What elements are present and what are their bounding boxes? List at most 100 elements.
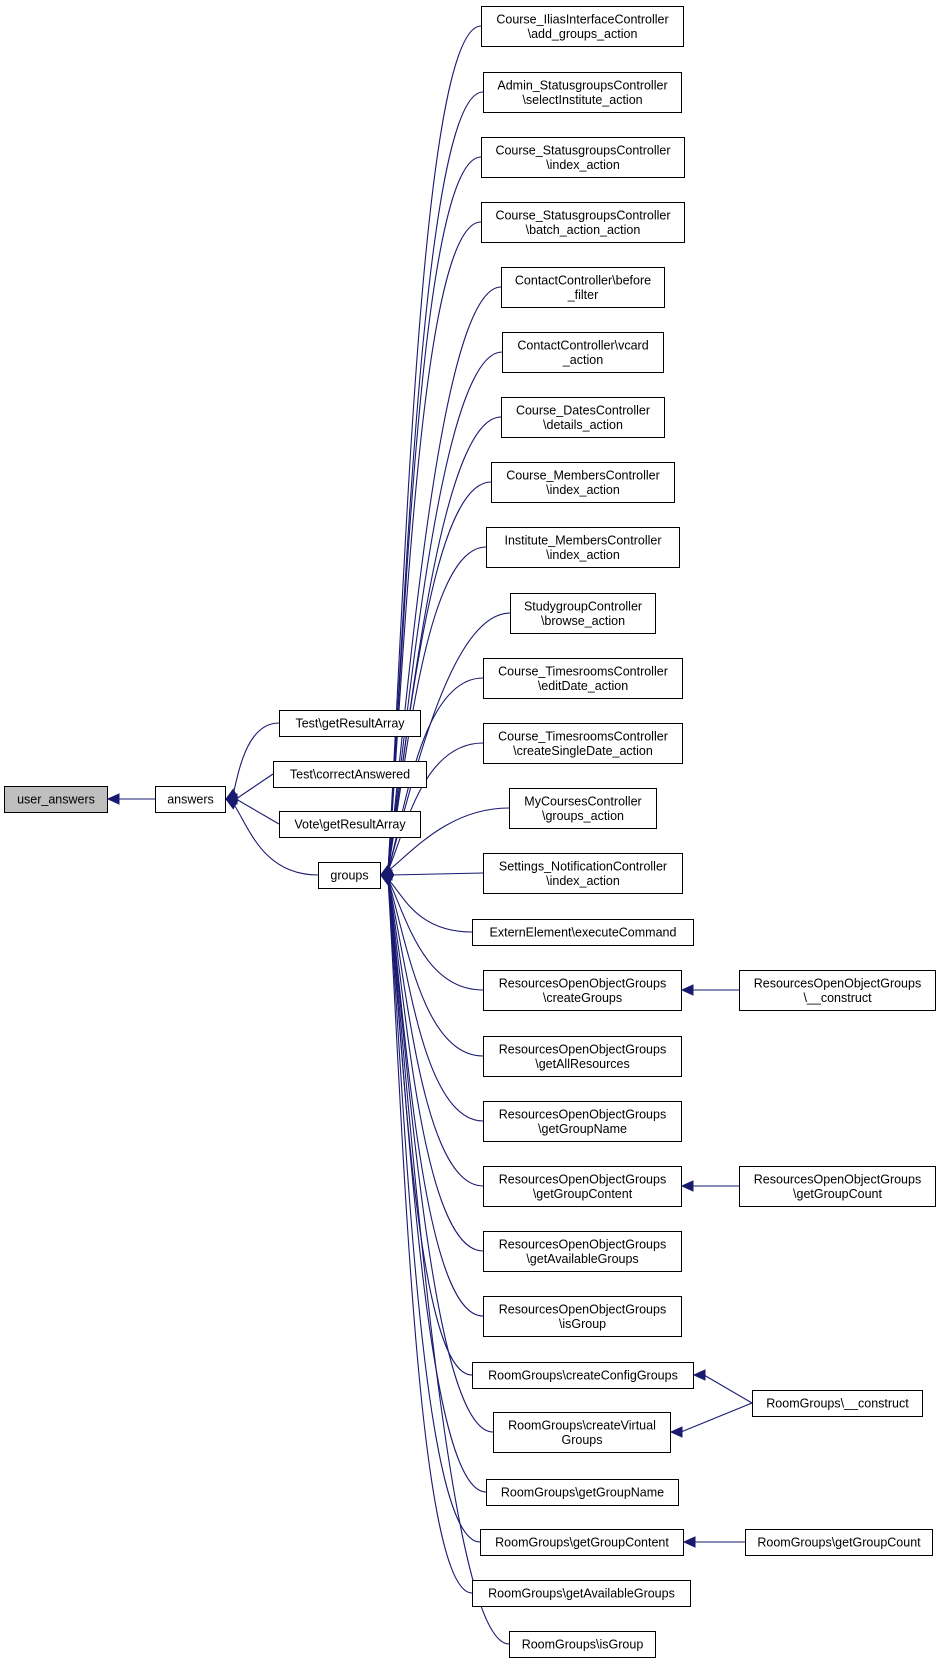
- node-label: Vote\getResultArray: [294, 818, 406, 832]
- edge-vote-getresultarray-to-answers: [224, 793, 280, 825]
- edge-arrowhead: [682, 1536, 696, 1548]
- node-label: \getGroupCount: [793, 1187, 882, 1201]
- node-box: [483, 1036, 682, 1077]
- node-box: [481, 137, 685, 178]
- node-label: \index_action: [546, 483, 620, 497]
- node-label: \editDate_action: [538, 679, 628, 693]
- node-box: [155, 786, 226, 813]
- edge-arrowhead: [680, 984, 694, 996]
- node-label: \getGroupContent: [533, 1187, 633, 1201]
- node-roog-isgroup[interactable]: ResourcesOpenObjectGroups\isGroup: [483, 1296, 682, 1337]
- node-box: [493, 1412, 671, 1453]
- node-roomgroups-isgroup[interactable]: RoomGroups\isGroup: [509, 1631, 656, 1658]
- node-timesrooms-editdate[interactable]: Course_TimesroomsController\editDate_act…: [483, 658, 683, 699]
- node-course-statusgroups-batch[interactable]: Course_StatusgroupsController\batch_acti…: [481, 202, 685, 243]
- node-contact-before-filter[interactable]: ContactController\before_filter: [501, 267, 665, 308]
- node-label: ResourcesOpenObjectGroups: [499, 1107, 666, 1121]
- node-course-dates-details[interactable]: Course_DatesController\details_action: [501, 397, 665, 438]
- node-institute-members-index[interactable]: Institute_MembersController\index_action: [486, 527, 680, 568]
- node-box: [483, 970, 682, 1011]
- node-roog-getavailablegroups[interactable]: ResourcesOpenObjectGroups\getAvailableGr…: [483, 1231, 682, 1272]
- node-label: RoomGroups\__construct: [766, 1397, 909, 1411]
- node-roog-getgroupname[interactable]: ResourcesOpenObjectGroups\getGroupName: [483, 1101, 682, 1142]
- edge-line: [680, 1402, 753, 1433]
- node-user-answers[interactable]: user_answers: [4, 786, 108, 813]
- node-box: [486, 1479, 679, 1506]
- node-label: ExternElement\executeCommand: [490, 926, 677, 940]
- node-roomgroups-createconfig[interactable]: RoomGroups\createConfigGroups: [472, 1362, 694, 1389]
- node-roog-getgroupcontent[interactable]: ResourcesOpenObjectGroups\getGroupConten…: [483, 1166, 682, 1207]
- edge-arrowhead: [680, 1180, 694, 1192]
- node-roog-getgroupcount[interactable]: ResourcesOpenObjectGroups\getGroupCount: [739, 1166, 936, 1207]
- node-roomgroups-construct[interactable]: RoomGroups\__construct: [752, 1390, 923, 1417]
- node-groups[interactable]: groups: [318, 862, 381, 889]
- node-box: [481, 6, 684, 47]
- nodes-layer: user_answers answers Test\getResultArrayTe…: [4, 6, 936, 1658]
- node-box: [483, 723, 683, 764]
- node-ilias-add-groups[interactable]: Course_IliasInterfaceController\add_grou…: [481, 6, 684, 47]
- edge-line: [387, 878, 510, 1645]
- node-externelement-execute[interactable]: ExternElement\executeCommand: [472, 919, 694, 946]
- node-label: Settings_NotificationController: [499, 859, 667, 873]
- node-course-members-index[interactable]: Course_MembersController\index_action: [491, 462, 675, 503]
- node-label: \index_action: [546, 158, 620, 172]
- node-label: ResourcesOpenObjectGroups: [754, 1172, 921, 1186]
- node-label: Course_DatesController: [516, 403, 650, 417]
- node-box: [483, 1101, 682, 1142]
- edge-line: [387, 156, 482, 872]
- edge-line: [387, 878, 481, 1543]
- edge-line: [387, 742, 484, 872]
- node-label: _filter: [567, 288, 599, 302]
- node-test-getresultarray[interactable]: Test\getResultArray: [279, 710, 421, 737]
- edge-line: [390, 872, 484, 876]
- node-box: [745, 1529, 933, 1556]
- node-mycourses-groups[interactable]: MyCoursesController\groups_action: [509, 788, 657, 829]
- node-label: Course_MembersController: [506, 468, 660, 482]
- node-roomgroups-getavailable[interactable]: RoomGroups\getAvailableGroups: [472, 1580, 691, 1607]
- edge-answers-to-user-answers: [106, 793, 155, 805]
- node-label: Groups: [562, 1433, 603, 1447]
- node-timesrooms-createsingle[interactable]: Course_TimesroomsController\createSingle…: [483, 723, 683, 764]
- node-roog-creategroups[interactable]: ResourcesOpenObjectGroups\createGroups: [483, 970, 682, 1011]
- node-roomgroups-getgroupcount[interactable]: RoomGroups\getGroupCount: [745, 1529, 933, 1556]
- edge-line: [387, 878, 484, 991]
- node-contact-vcard[interactable]: ContactController\vcard_action: [502, 332, 664, 373]
- edge-roomgroups-isgroup-to-groups: [379, 874, 510, 1645]
- node-label: Course_IliasInterfaceController: [496, 12, 668, 26]
- edge-line: [387, 878, 487, 1493]
- node-box: [501, 267, 665, 308]
- node-vote-getresultarray[interactable]: Vote\getResultArray: [279, 811, 421, 838]
- node-label: \createGroups: [543, 991, 622, 1005]
- node-label: ContactController\vcard: [517, 338, 648, 352]
- node-answers[interactable]: answers: [155, 786, 226, 813]
- node-roomgroups-getgroupcontent[interactable]: RoomGroups\getGroupContent: [480, 1529, 684, 1556]
- edge-arrowhead: [669, 1426, 683, 1438]
- node-box: [279, 811, 421, 838]
- edge-line: [235, 798, 280, 825]
- node-roog-getallresources[interactable]: ResourcesOpenObjectGroups\getAllResource…: [483, 1036, 682, 1077]
- edge-roomgroups-construct-to-roomgroups-createvirtual: [669, 1402, 753, 1438]
- node-box: [472, 919, 694, 946]
- node-label: \index_action: [546, 548, 620, 562]
- node-box: [483, 853, 683, 894]
- node-course-statusgroups-index[interactable]: Course_StatusgroupsController\index_acti…: [481, 137, 685, 178]
- node-test-correctanswered[interactable]: Test\correctAnswered: [273, 761, 427, 788]
- edge-line: [387, 878, 473, 933]
- node-box: [486, 527, 680, 568]
- node-box: [739, 1166, 936, 1207]
- node-label: Course_TimesroomsController: [498, 729, 668, 743]
- node-label: ResourcesOpenObjectGroups: [754, 976, 921, 990]
- edges-layer: [106, 25, 753, 1645]
- node-box: [502, 332, 664, 373]
- node-roomgroups-getgroupname[interactable]: RoomGroups\getGroupName: [486, 1479, 679, 1506]
- node-label: Course_StatusgroupsController: [495, 143, 670, 157]
- node-admin-statusgroups-select[interactable]: Admin_StatusgroupsController\selectInsti…: [483, 72, 682, 113]
- node-settings-notification-index[interactable]: Settings_NotificationController\index_ac…: [483, 853, 683, 894]
- node-label: Course_StatusgroupsController: [495, 208, 670, 222]
- node-studygroup-browse[interactable]: StudygroupController\browse_action: [510, 593, 656, 634]
- node-roog-construct[interactable]: ResourcesOpenObjectGroups\__construct: [739, 970, 936, 1011]
- node-label: ResourcesOpenObjectGroups: [499, 1172, 666, 1186]
- node-label: \groups_action: [542, 809, 624, 823]
- node-label: \details_action: [543, 418, 623, 432]
